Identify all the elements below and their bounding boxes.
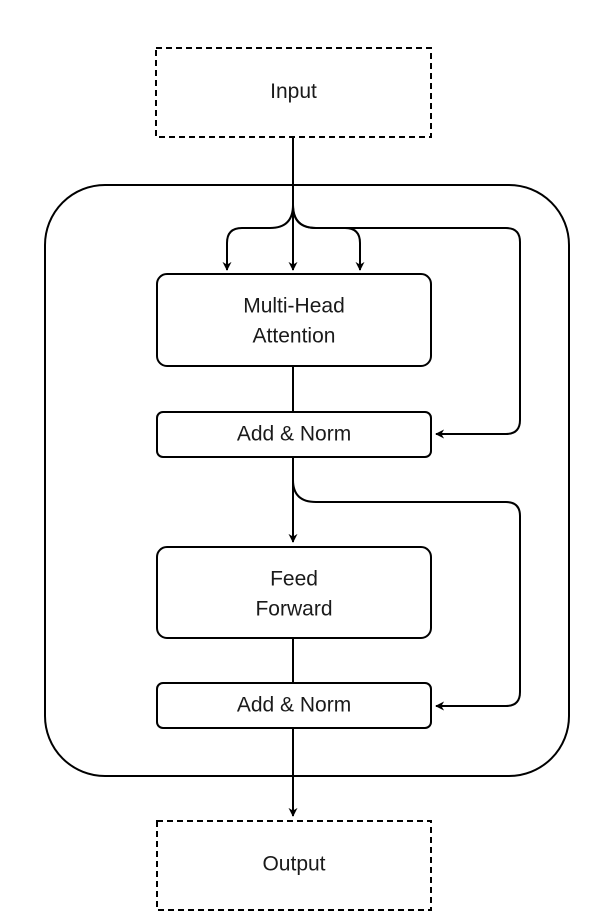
attention-label-line1: Multi-Head — [243, 295, 345, 318]
input-label: Input — [270, 80, 317, 103]
feed-forward-node: Feed Forward — [156, 546, 432, 639]
edge-to-attention-left — [222, 204, 294, 271]
edge-residual-2 — [292, 479, 521, 711]
input-node: Input — [155, 47, 432, 138]
add-norm-1-label: Add & Norm — [237, 423, 351, 446]
attention-node: Multi-Head Attention — [156, 273, 432, 367]
add-norm-2-label: Add & Norm — [237, 694, 351, 717]
feed-forward-label-line1: Feed — [270, 568, 318, 591]
attention-label-line2: Attention — [253, 325, 336, 348]
add-norm-2-node: Add & Norm — [156, 682, 432, 729]
output-node: Output — [156, 820, 432, 911]
add-norm-1-node: Add & Norm — [156, 411, 432, 458]
output-label: Output — [262, 853, 325, 876]
feed-forward-label-line2: Forward — [255, 598, 332, 621]
edge-residual-1 — [292, 204, 521, 439]
